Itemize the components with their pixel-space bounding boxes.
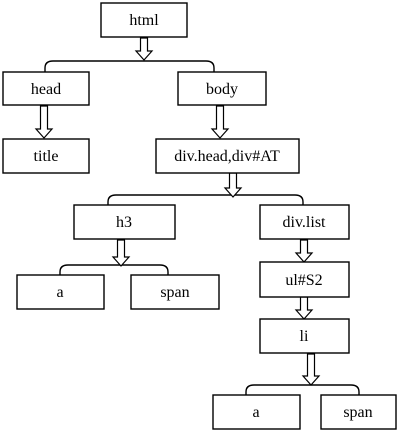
node-head-label: head (31, 81, 61, 98)
node-div-list: div.list (259, 204, 350, 240)
connector-html-branch (44, 60, 215, 72)
down-arrow-icon-html-to-children (134, 37, 154, 61)
node-span-under-li-label: span (343, 404, 372, 421)
down-arrow-icon-h3-to-children (111, 239, 131, 267)
connector-h3-branch (59, 264, 169, 275)
node-ul: ul#S2 (259, 261, 350, 298)
connector-li-branch (245, 384, 360, 395)
node-a-under-h3-label: a (56, 284, 63, 301)
node-li-label: li (300, 328, 309, 345)
node-body: body (177, 71, 267, 106)
node-div-head-label: div.head,div#AT (174, 148, 280, 165)
node-a-under-li: a (212, 394, 301, 430)
node-head: head (2, 71, 90, 106)
node-a-under-h3: a (16, 274, 105, 310)
node-div-list-label: div.list (283, 214, 327, 231)
node-html-label: html (129, 12, 159, 29)
node-title: title (2, 138, 90, 174)
node-div-head: div.head,div#AT (155, 138, 300, 174)
node-title-label: title (34, 148, 59, 165)
down-arrow-icon-divhead-to-children (223, 172, 243, 198)
node-h3-label: h3 (116, 214, 132, 231)
node-html: html (100, 2, 188, 38)
node-span-under-li: span (320, 394, 397, 430)
down-arrow-icon-divlist-to-ul (294, 239, 314, 263)
connector-divhead-branch (107, 194, 304, 205)
node-span-under-h3: span (130, 274, 220, 310)
node-ul-label: ul#S2 (285, 272, 322, 289)
node-body-label: body (206, 81, 238, 98)
node-span-under-h3-label: span (160, 284, 189, 301)
down-arrow-icon-li-to-children (301, 353, 321, 386)
node-li: li (259, 318, 350, 354)
down-arrow-icon-body-to-divhead (210, 105, 230, 139)
down-arrow-icon-head-to-title (34, 105, 54, 139)
node-a-under-li-label: a (252, 404, 259, 421)
node-h3: h3 (73, 204, 176, 240)
down-arrow-icon-ul-to-li (294, 296, 314, 320)
